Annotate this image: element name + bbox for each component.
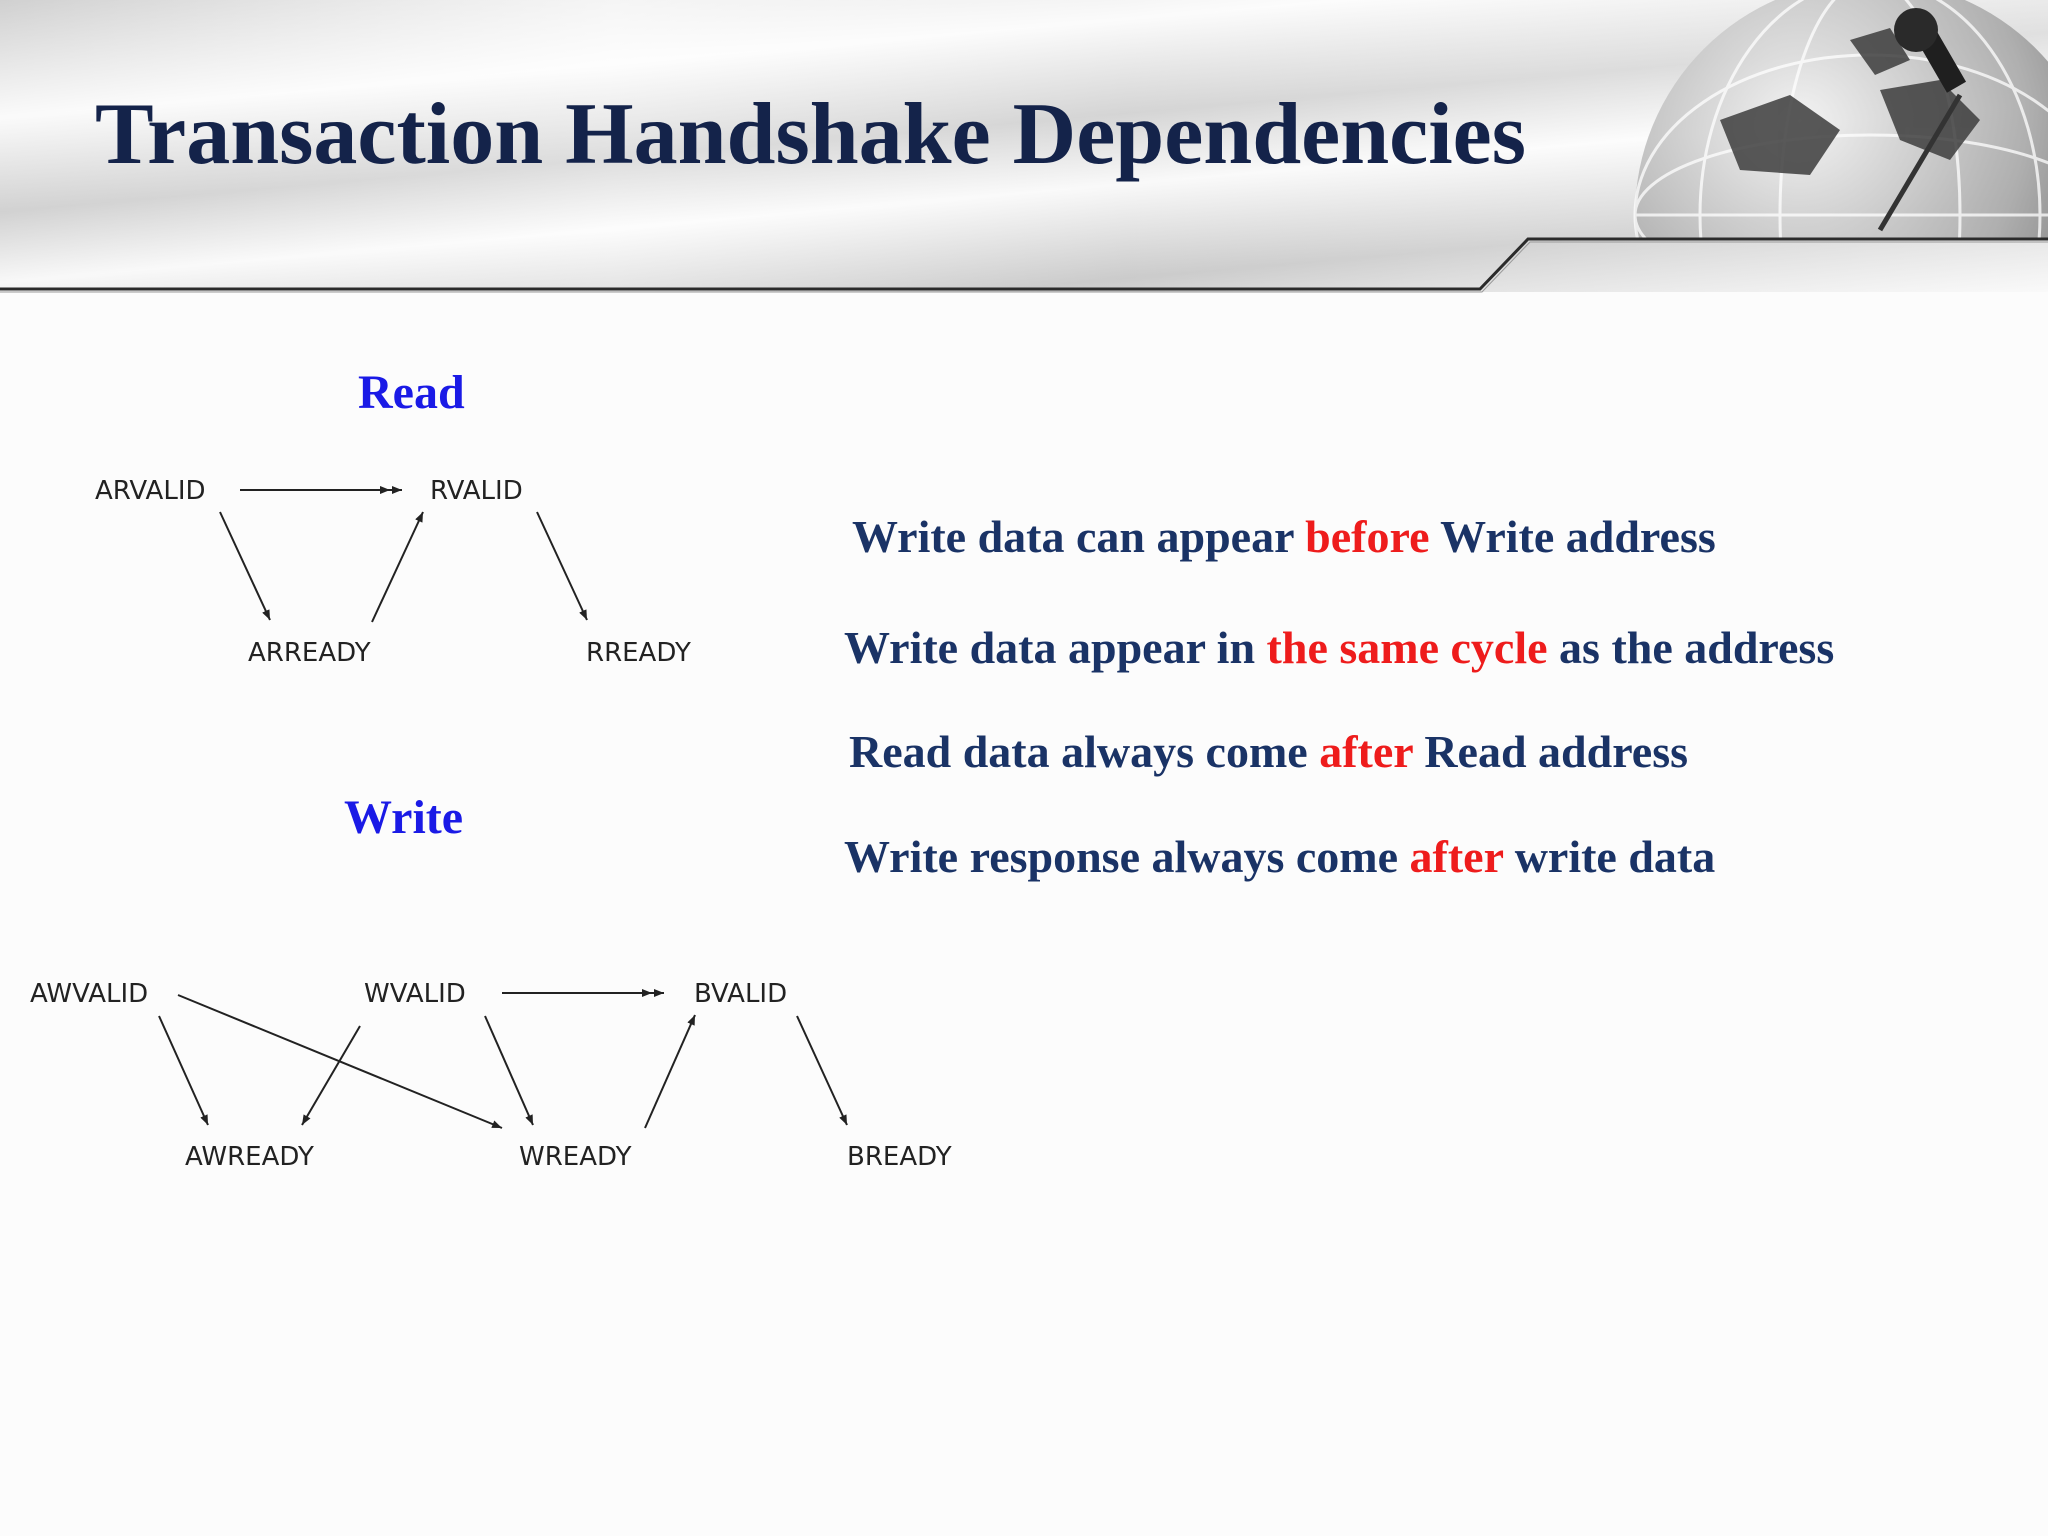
statement-3-highlight: after bbox=[1319, 726, 1413, 777]
signal-wready: WREADY bbox=[519, 1142, 632, 1172]
statement-4-highlight: after bbox=[1409, 831, 1504, 882]
signal-bready: BREADY bbox=[847, 1142, 952, 1172]
edge-rvalid-rready bbox=[536, 511, 588, 621]
write-label: Write bbox=[344, 791, 464, 844]
edge-arready-rvalid bbox=[371, 511, 424, 623]
globe-icon bbox=[1633, 0, 2048, 240]
signal-rready: RREADY bbox=[586, 638, 691, 668]
signal-arvalid: ARVALID bbox=[95, 476, 206, 506]
signal-rvalid: RVALID bbox=[430, 476, 523, 506]
signal-awready: AWREADY bbox=[185, 1142, 314, 1172]
statement-2: Write data appear in the same cycle as t… bbox=[844, 622, 1835, 673]
edge-arvalid-arready bbox=[219, 511, 271, 621]
edge-bvalid-bready bbox=[796, 1015, 848, 1126]
write-diagram: AWVALID WVALID BVALID AWREADY WREADY BRE… bbox=[30, 979, 952, 1172]
statement-4: Write response always come after write d… bbox=[844, 831, 1716, 882]
signal-arready: ARREADY bbox=[248, 638, 371, 668]
read-label: Read bbox=[358, 366, 465, 419]
page-title: Transaction Handshake Dependencies bbox=[95, 86, 1526, 183]
edge-wvalid-awready bbox=[301, 1025, 361, 1126]
edge-wready-bvalid bbox=[644, 1014, 696, 1129]
signal-wvalid: WVALID bbox=[364, 979, 466, 1009]
statement-1: Write data can appear before Write addre… bbox=[852, 511, 1716, 562]
signal-awvalid: AWVALID bbox=[30, 979, 148, 1009]
statement-3: Read data always come after Read address bbox=[849, 726, 1689, 777]
read-diagram: ARVALID RVALID ARREADY RREADY bbox=[95, 476, 691, 668]
signal-bvalid: BVALID bbox=[694, 979, 787, 1009]
edge-wvalid-wready bbox=[484, 1015, 534, 1126]
statement-2-highlight: the same cycle bbox=[1266, 622, 1548, 673]
statement-1-highlight: before bbox=[1305, 511, 1430, 562]
header-divider bbox=[0, 237, 2048, 293]
edge-awvalid-awready bbox=[158, 1015, 209, 1126]
